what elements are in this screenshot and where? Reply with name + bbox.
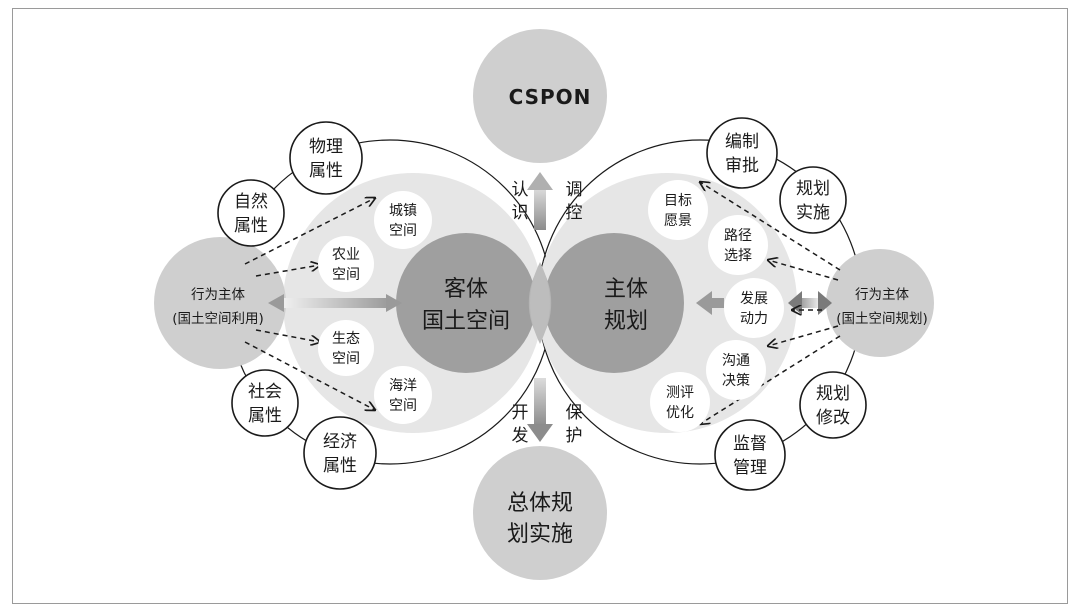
power-node xyxy=(724,278,784,338)
supervise-stage-line1: 监督 xyxy=(733,434,767,454)
bottom-node-line2: 划实施 xyxy=(507,522,573,547)
object-core-circle xyxy=(396,233,536,373)
plan-implementation-node xyxy=(473,446,607,580)
compile-stage-line1: 编制 xyxy=(725,132,759,152)
agri-space-line2: 空间 xyxy=(332,267,360,283)
goal-node xyxy=(648,180,708,240)
agri-space-node xyxy=(318,236,374,292)
ocean-space-line2: 空间 xyxy=(389,398,417,414)
physical-attribute-node xyxy=(289,121,363,195)
ocean-space-node xyxy=(374,366,432,424)
compile-stage-node xyxy=(706,117,778,189)
subject-core-circle xyxy=(544,233,684,373)
path-node xyxy=(708,215,768,275)
object-core-line2: 国土空间 xyxy=(422,309,510,334)
social-attribute-node xyxy=(231,369,299,437)
economic-attr-line1: 经济 xyxy=(323,432,357,452)
down-arrow xyxy=(527,378,553,442)
eco-space-line1: 生态 xyxy=(332,331,360,347)
goal-line1: 目标 xyxy=(664,193,692,209)
cspon-label: CSPON xyxy=(509,85,592,109)
eco-space-node xyxy=(318,320,374,376)
right-actor-node xyxy=(826,249,934,357)
economic-attr-line2: 属性 xyxy=(323,456,357,476)
left-actor-node xyxy=(154,237,286,369)
eval-line1: 测评 xyxy=(666,385,694,401)
modify-stage-line1: 规划 xyxy=(816,384,850,404)
social-attr-line1: 社会 xyxy=(248,382,282,402)
left-dashed-arrows xyxy=(244,198,375,410)
physical-attr-line1: 物理 xyxy=(309,137,343,157)
economic-attribute-node xyxy=(303,416,377,490)
power-line1: 发展 xyxy=(740,291,768,307)
regulate-label-1: 调 xyxy=(566,180,583,200)
supervise-stage-line2: 管理 xyxy=(733,458,767,478)
inner-white-nodes xyxy=(318,180,784,432)
right-power-arrow xyxy=(696,291,724,315)
implement-stage-node xyxy=(779,166,847,234)
bottom-node-line1: 总体规 xyxy=(507,491,573,516)
natural-attribute-node xyxy=(217,179,285,247)
goal-line2: 愿景 xyxy=(664,213,692,229)
modify-stage-line2: 修改 xyxy=(816,408,850,428)
protect-label-2: 护 xyxy=(566,426,583,446)
path-line2: 选择 xyxy=(724,248,752,264)
eval-node xyxy=(650,372,710,432)
urban-space-line1: 城镇 xyxy=(389,203,417,219)
supervise-stage-node xyxy=(714,419,786,491)
develop-label-1: 开 xyxy=(512,403,529,423)
modify-stage-node xyxy=(799,371,867,439)
right-actor-line1: 行为主体 xyxy=(855,287,909,303)
implement-stage-line1: 规划 xyxy=(796,179,830,199)
ocean-space-line1: 海洋 xyxy=(389,378,417,394)
natural-attr-line1: 自然 xyxy=(234,192,268,212)
subject-core-line2: 规划 xyxy=(604,309,648,334)
urban-space-line2: 空间 xyxy=(389,223,417,239)
urban-space-node xyxy=(374,191,432,249)
regulate-label-2: 控 xyxy=(566,203,583,223)
core-overlap-shade xyxy=(530,262,550,344)
diagram-frame xyxy=(12,8,1068,604)
recognize-label-2: 识 xyxy=(512,203,529,223)
comm-line1: 沟通 xyxy=(722,353,750,369)
social-attr-line2: 属性 xyxy=(248,406,282,426)
object-core-line1: 客体 xyxy=(444,277,488,302)
eco-space-line2: 空间 xyxy=(332,351,360,367)
left-actor-double-arrow xyxy=(268,294,402,312)
protect-label-1: 保 xyxy=(566,403,583,423)
subject-core-line1: 主体 xyxy=(604,277,648,302)
comm-node xyxy=(706,340,766,400)
left-actor-line1: 行为主体 xyxy=(191,287,245,303)
up-arrow xyxy=(527,172,553,230)
right-actor-line2: (国土空间规划) xyxy=(836,311,928,327)
power-line2: 动力 xyxy=(740,311,768,327)
develop-label-2: 发 xyxy=(512,426,529,446)
natural-attr-line2: 属性 xyxy=(234,216,268,236)
cspon-node xyxy=(473,29,607,163)
left-actor-line2: (国土空间利用) xyxy=(172,311,264,327)
compile-stage-line2: 审批 xyxy=(725,156,759,176)
recognize-label-1: 认 xyxy=(512,180,529,200)
eval-line2: 优化 xyxy=(666,405,694,421)
outlined-nodes xyxy=(217,117,867,491)
path-line1: 路径 xyxy=(724,228,752,244)
implement-stage-line2: 实施 xyxy=(796,203,830,223)
agri-space-line1: 农业 xyxy=(332,247,360,263)
right-dashed-arrows xyxy=(700,182,841,424)
physical-attr-line2: 属性 xyxy=(309,161,343,181)
comm-line2: 决策 xyxy=(722,372,750,389)
